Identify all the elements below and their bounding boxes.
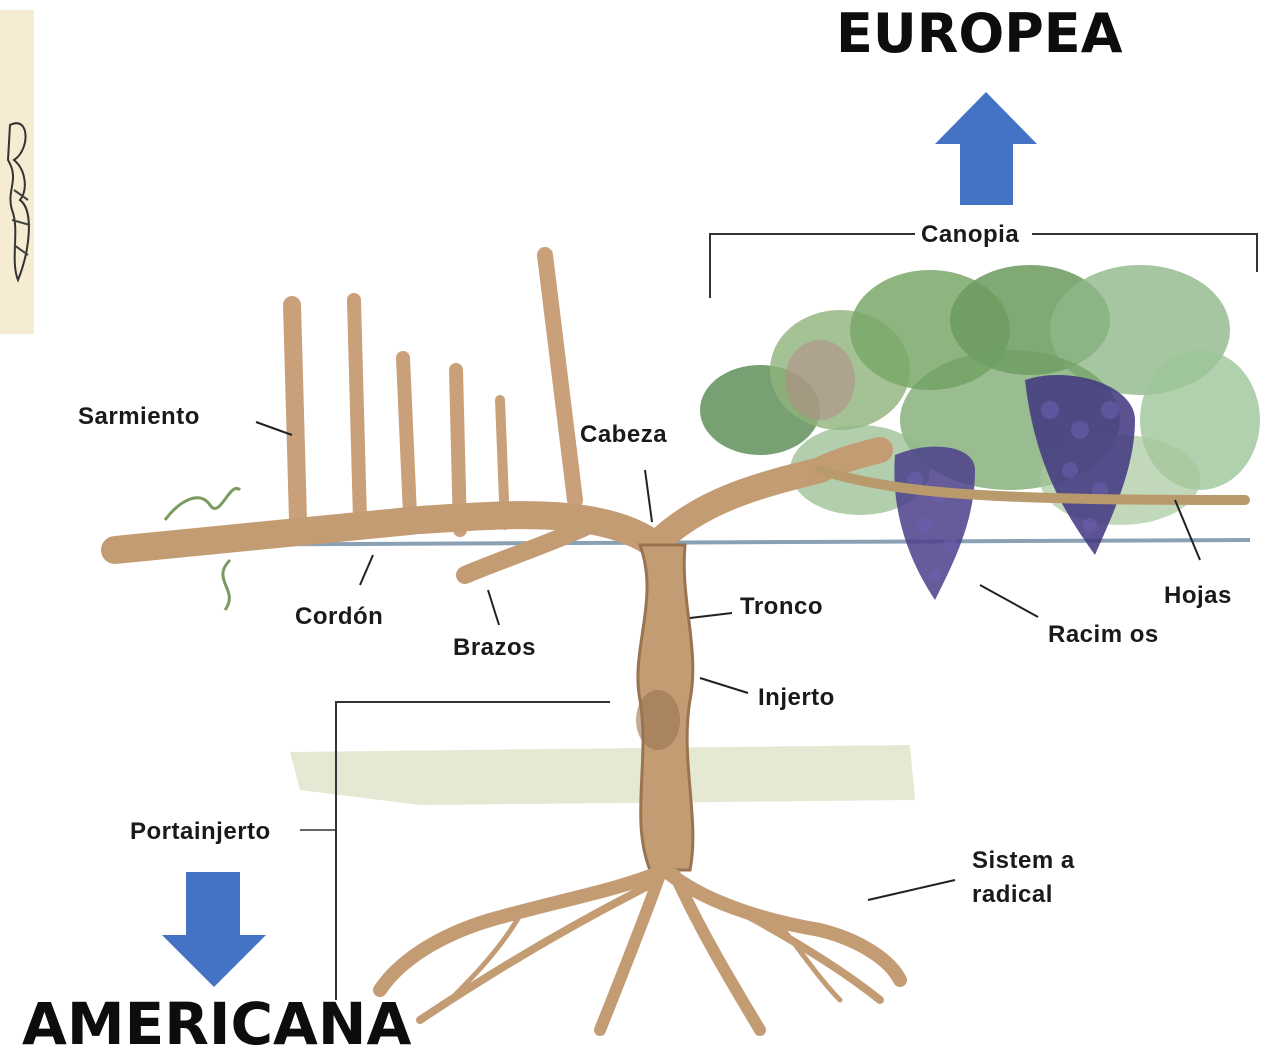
graft-union — [636, 690, 680, 750]
title-europea: EUROPEA — [836, 2, 1122, 65]
label-racimos: Racim os — [1048, 621, 1159, 649]
root-system — [380, 870, 900, 1030]
label-portainjerto: Portainjerto — [130, 818, 271, 846]
arrow-up-icon — [935, 92, 1037, 205]
label-brazos: Brazos — [453, 634, 536, 662]
arrow-down-icon — [162, 872, 266, 987]
title-americana: AMERICANA — [22, 990, 411, 1058]
label-sarmiento: Sarmiento — [78, 403, 200, 431]
label-tronco: Tronco — [740, 593, 823, 621]
shoots — [292, 255, 575, 530]
label-hojas: Hojas — [1164, 582, 1232, 610]
label-sistema-radical: Sistem a radical — [972, 844, 1075, 912]
label-injerto: Injerto — [758, 684, 835, 712]
rootstock-bracket — [336, 702, 610, 1000]
label-canopia: Canopia — [921, 221, 1019, 249]
label-cordon: Cordón — [295, 603, 383, 631]
label-cabeza: Cabeza — [580, 421, 667, 449]
soil-band — [290, 745, 915, 805]
